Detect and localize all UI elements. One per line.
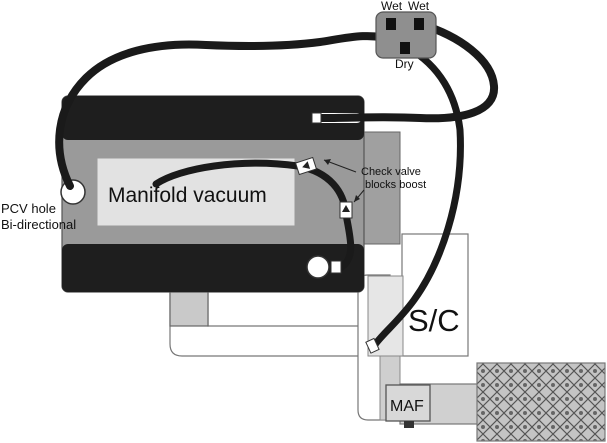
label-dry: Dry xyxy=(395,57,414,71)
hose-manifold-vacuum xyxy=(152,159,355,271)
check-valve-upper xyxy=(294,156,318,176)
fitting-sc-inlet xyxy=(365,337,380,354)
maf-connector xyxy=(404,421,414,428)
hose-dry-to-sc xyxy=(370,44,464,350)
hose-wet-right-to-block-top xyxy=(318,20,499,123)
check-valve-label-line1: Check valve xyxy=(361,166,421,178)
supercharger-label: S/C xyxy=(408,303,460,338)
check-valve-pointer-lower-head xyxy=(354,195,360,202)
pcv-label-line1: PCV hole xyxy=(1,201,56,216)
catch-can-port-wet-left xyxy=(386,18,396,30)
check-valve-pointer-upper-head xyxy=(324,159,331,165)
label-wet-right: Wet xyxy=(408,0,430,13)
block-side-bracket xyxy=(361,131,401,245)
manifold-label: Manifold vacuum xyxy=(108,184,267,207)
vacuum-port-lower xyxy=(306,255,330,279)
catch-can-port-wet-right xyxy=(414,18,424,30)
air-filter xyxy=(476,362,606,442)
manifold-block-bottom xyxy=(62,244,364,292)
maf-label: MAF xyxy=(390,398,424,415)
check-valve-lower xyxy=(339,201,353,219)
hose-pcv-to-wet-left xyxy=(55,32,396,190)
check-valve-label-line2: blocks boost xyxy=(365,179,426,191)
fitting-block-top xyxy=(311,112,322,124)
catch-can-port-dry xyxy=(400,42,410,54)
label-wet-left: Wet xyxy=(381,0,403,13)
pcv-label-line2: Bi-directional xyxy=(1,217,76,232)
supercharger-outer xyxy=(401,233,469,357)
manifold-block-top xyxy=(62,96,364,140)
fitting-lower-port xyxy=(330,260,342,274)
